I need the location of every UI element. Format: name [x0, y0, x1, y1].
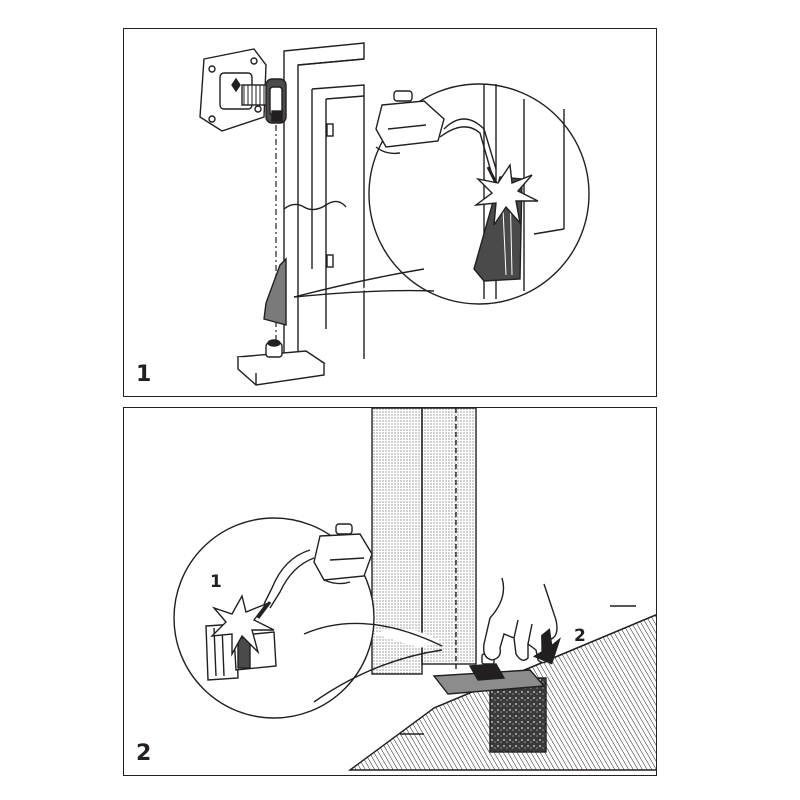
hinge-bracket-icon: [199, 48, 287, 132]
step-1-panel: 1: [123, 28, 657, 397]
floor-plate-icon: [236, 339, 326, 386]
welding-torch-icon: [256, 523, 373, 619]
gate-bottom-bracket: [263, 257, 287, 326]
weld-spark-icon: [210, 594, 275, 657]
step-1-illustration: [199, 42, 590, 386]
step-2-panel: 1 2 2: [123, 407, 657, 776]
callout-weld-number: 1: [210, 572, 222, 592]
callout-press-number: 2: [574, 626, 586, 646]
break-line: [283, 200, 347, 211]
step-2-illustration: [173, 408, 656, 771]
gate-frame: [283, 42, 365, 360]
down-arrow-icon: [532, 628, 561, 665]
weld-spark-icon: [473, 163, 539, 226]
step-number-2: 2: [136, 741, 152, 766]
welding-torch-icon: [375, 90, 502, 192]
step-number-1: 1: [136, 362, 152, 387]
